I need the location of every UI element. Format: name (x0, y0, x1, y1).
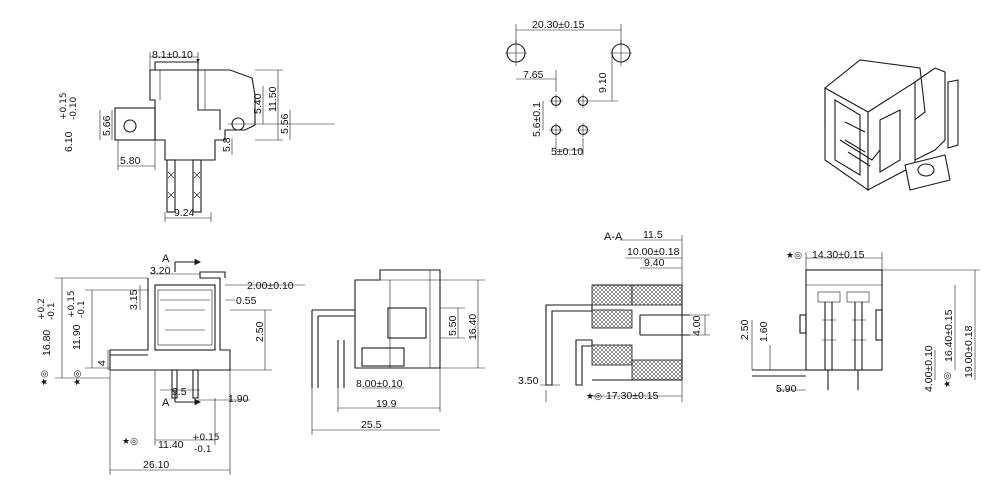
datum-symbol-1: ★◎ (40, 370, 50, 386)
dim-mid-right: 5.40 (252, 93, 264, 114)
dim-height-inner-sup: +0.15 (67, 290, 77, 318)
section-label-bottom: A (162, 397, 170, 409)
dim-window: 5.50 (447, 315, 459, 336)
dim-height-inner: 11.90 (71, 324, 83, 350)
hole-pattern-view: 20.30±0.15 7.65 9.10 5.6±0.1 5±0.10 (505, 19, 632, 158)
dim-left-outer-sup: +0.15 (59, 92, 69, 120)
dim-left-outer: 6.10 (63, 131, 75, 152)
dim-body-length: 19.9 (376, 398, 397, 410)
dim-total-width: 26.10 (143, 459, 169, 471)
section-title: A-A (604, 231, 623, 243)
dim-pin-span: 9.5 (172, 386, 187, 398)
section-label-top: A (162, 253, 170, 265)
datum-symbol-rear-right: ★◎ (943, 372, 953, 388)
datum-symbol-3: ★◎ (122, 437, 138, 447)
dim-left-offset: 7.65 (523, 69, 544, 81)
datum-symbol-2: ★◎ (73, 370, 83, 386)
dim-width-top: 8.1±0.10 (152, 49, 193, 61)
dim-base-sup: +0.15 (192, 433, 220, 443)
dim-slot: 8.00±0.10 (356, 378, 403, 390)
dim-top-c: 9.40 (644, 257, 665, 269)
dim-right-b: 16.40±0.15 (943, 309, 955, 362)
section-view: A-A 11.5 10.00±0.18 9.40 4.00 3.50 ★◎ 17… (518, 229, 710, 402)
datum-symbol-rear-top: ★◎ (786, 251, 802, 261)
dim-step: 4 (96, 360, 108, 366)
dim-top: 14.30±0.15 (812, 249, 865, 261)
dim-height-right: 11.50 (267, 86, 279, 112)
dim-top-a: 11.5 (643, 229, 663, 241)
dim-left-small: 3.15 (128, 289, 140, 310)
dim-left-outer-sub: -0.10 (69, 96, 79, 120)
side-view: 5.50 16.40 8.00±0.10 19.9 25.5 (311, 269, 485, 435)
small-holes (549, 94, 590, 137)
dim-height: 16.40 (467, 314, 479, 340)
dim-base: 11.40 (158, 439, 184, 451)
dim-top-width: 3.20 (150, 265, 171, 277)
datum-symbol-section: ★◎ (586, 392, 602, 402)
dim-right-c: 19.00±0.18 (963, 325, 975, 378)
dim-bottom: 5.90 (776, 383, 797, 395)
dim-pitch-v: 5.6±0.1 (531, 102, 543, 137)
dim-left-a: 2.50 (739, 319, 751, 340)
dim-vertical-offset: 9.10 (597, 72, 609, 93)
dim-height-outer-sub: -0.1 (47, 302, 57, 320)
dim-pitch-h: 5±0.10 (551, 146, 583, 158)
dim-top-span: 20.30±0.15 (532, 19, 585, 31)
dim-height-outer-sup: +0.2 (37, 298, 47, 320)
isometric-view (824, 59, 959, 192)
dim-height-inner-sub: -0.1 (77, 300, 87, 318)
dim-left-bottom: 3.50 (518, 375, 539, 387)
dim-bottom: 17.30±0.15 (606, 390, 659, 402)
dim-right-a: 4.00±0.10 (923, 345, 935, 392)
dim-offset-right: 1.90 (228, 393, 249, 405)
dim-left-b: 1.60 (758, 321, 770, 342)
dim-pins-width: 9.24 (174, 207, 195, 219)
dim-side-right: 2.00±0.10 (247, 280, 294, 292)
dim-right-small: 4.00 (691, 315, 703, 336)
dim-pin-right: 2.50 (254, 321, 266, 342)
front-view: A A 3.20 16.80 +0.2 -0.1 11.90 +0.15 -0.… (37, 253, 305, 475)
top-left-view: 8.1±0.10 11.50 5.40 5.56 5.66 6.10 +0.15… (59, 49, 335, 222)
dim-top-b: 10.00±0.18 (627, 246, 680, 258)
dim-low-right: 5.56 (279, 113, 291, 134)
dim-left-small: 5.66 (101, 115, 113, 136)
dim-right-small: 5.8 (221, 137, 233, 152)
dim-left-bottom: 5.80 (120, 155, 141, 167)
dim-height-outer: 16.80 (41, 330, 53, 356)
rear-view: ★◎ 14.30±0.15 2.50 1.60 5.90 4.00±0.10 ★… (739, 249, 980, 395)
dim-wall: 0.55 (236, 295, 257, 307)
dim-total-length: 25.5 (361, 419, 382, 431)
dim-base-sub: -0.1 (194, 445, 212, 455)
